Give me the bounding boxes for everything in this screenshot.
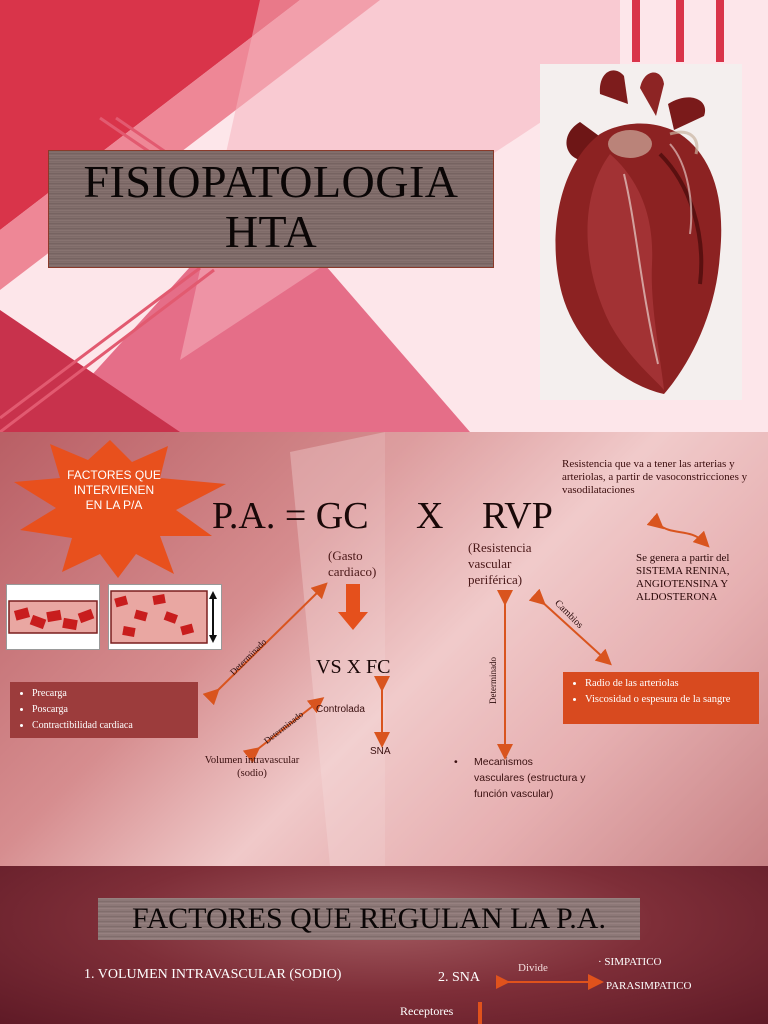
list-item: Precarga (32, 686, 198, 702)
list-item: Poscarga (32, 702, 198, 718)
vessel-image-narrow (6, 584, 100, 650)
formula-rvp: RVP (482, 495, 553, 537)
receptores-arrow (478, 1002, 482, 1024)
renina-description: Se genera a partir del SISTEMA RENINA, A… (636, 552, 730, 603)
simpatico-label: · SIMPATICO (598, 956, 661, 968)
title-slide: FISIOPATOLOGIA HTA (0, 0, 768, 432)
list-item: Contractibilidad cardiaca (32, 718, 198, 734)
vessel-image-wide (108, 584, 222, 650)
formula-x: X (416, 495, 444, 537)
item-sna: 2. SNA (438, 970, 481, 985)
radio-viscosidad-box: Radio de las arteriolas Viscosidad o esp… (563, 672, 759, 724)
bullet-dot: · (598, 956, 602, 968)
regulation-title: FACTORES QUE REGULAN LA P.A. (132, 902, 606, 935)
page-title: FISIOPATOLOGIA HTA (49, 157, 493, 257)
divide-arrows (496, 974, 604, 990)
controlada-label: Controlada (316, 704, 365, 715)
volumen-intravascular-text: Volumen intravascular (sodio) (204, 755, 300, 779)
vessel-drawing-left (8, 600, 98, 634)
vessel-drawing-right (110, 590, 217, 644)
bullet-dot: • (454, 756, 458, 768)
resistencia-description: Resistencia que va a tener las arterias … (562, 458, 748, 496)
title-box: FISIOPATOLOGIA HTA (48, 150, 494, 268)
starburst (14, 440, 226, 578)
list-item: Radio de las arteriolas (585, 676, 759, 692)
gasto-cardiaco-note: (Gasto cardiaco) (328, 548, 377, 579)
vs-fc-label: VS X FC (316, 656, 391, 678)
regulation-title-box: FACTORES QUE REGULAN LA P.A. (98, 898, 640, 940)
receptores-label: Receptores (400, 1004, 454, 1018)
formula-pa-gc: P.A. = GC (212, 495, 369, 537)
divide-label: Divide (518, 962, 548, 974)
simpatico-text: SIMPATICO (604, 956, 662, 968)
precarga-box: Precarga Poscarga Contractibilidad cardi… (10, 682, 198, 738)
mecanismos-label: Mecanismos vasculares (estructura y func… (474, 756, 586, 800)
title-line-2: HTA (224, 206, 318, 257)
list-item: Viscosidad o espesura de la sangre (585, 692, 759, 708)
mecanismos-text: • Mecanismos vasculares (estructura y fu… (446, 754, 586, 802)
parasimpatico-label: PARASIMPATICO (606, 980, 692, 992)
rvp-note: (Resistencia vascular periférica) (468, 540, 532, 587)
formula-slide: FACTORES QUE INTERVIENEN EN LA P/A P.A. … (0, 432, 768, 866)
sna-label: SNA (370, 746, 391, 757)
determinado-right-label: Determinado (488, 657, 498, 704)
item-volumen: 1. VOLUMEN INTRAVASCULAR (SODIO) (84, 967, 342, 982)
title-line-1: FISIOPATOLOGIA (83, 156, 459, 207)
precarga-list: Precarga Poscarga Contractibilidad cardi… (10, 682, 198, 734)
regulation-slide: FACTORES QUE REGULAN LA P.A. 1. VOLUMEN … (0, 866, 768, 1024)
factores-star-label: FACTORES QUE INTERVIENEN EN LA P/A (67, 468, 161, 512)
radio-list: Radio de las arteriolas Viscosidad o esp… (563, 672, 759, 708)
heart-image (540, 64, 742, 400)
diagram-overlay (14, 432, 768, 866)
heart-illustration (555, 70, 722, 394)
